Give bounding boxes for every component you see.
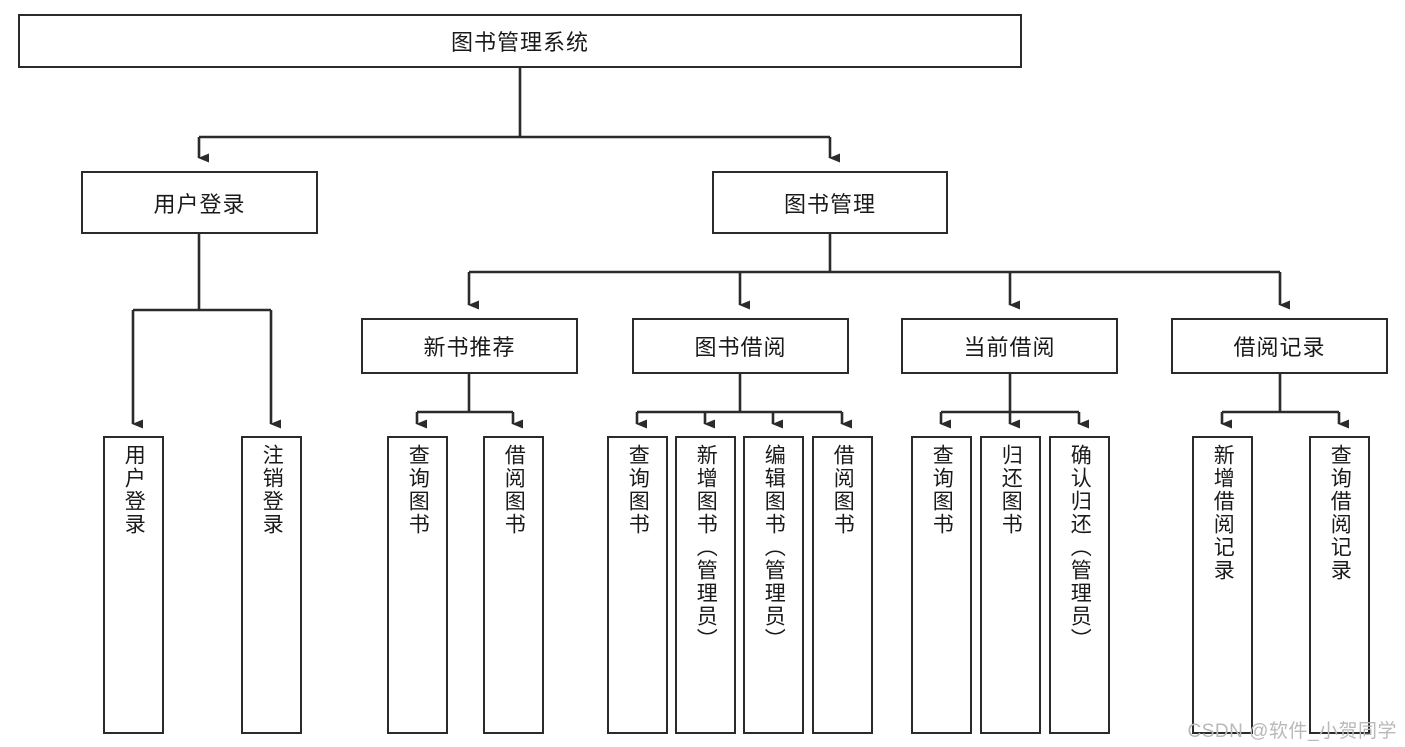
leaf-new-book-borrow[interactable]: 借阅图书: [483, 436, 544, 734]
leaf-user-login-logout[interactable]: 注销登录: [241, 436, 302, 734]
leaf-current-borrow-query[interactable]: 查询图书: [911, 436, 972, 734]
node-current-borrow[interactable]: 当前借阅: [901, 318, 1118, 374]
node-label: 图书借阅: [694, 335, 787, 360]
leaf-label: 归还图书: [999, 444, 1023, 536]
leaf-borrow-record-query[interactable]: 查询借阅记录: [1309, 436, 1370, 734]
leaf-label: 查询图书: [626, 444, 650, 536]
node-new-book-recommend[interactable]: 新书推荐: [361, 318, 578, 374]
node-label: 当前借阅: [963, 335, 1056, 360]
leaf-current-borrow-return[interactable]: 归还图书: [980, 436, 1041, 734]
leaf-label: 用户登录: [122, 444, 146, 536]
leaf-label: 查询图书: [930, 444, 954, 536]
leaf-current-borrow-confirm-return[interactable]: 确认归还（管理员）: [1049, 436, 1110, 734]
watermark-text: CSDN @软件_小贺同学: [1187, 721, 1397, 742]
leaf-label: 注销登录: [260, 444, 284, 536]
node-label: 图书管理系统: [450, 30, 589, 55]
leaf-label: 借阅图书: [502, 444, 526, 536]
leaf-user-login-login[interactable]: 用户登录: [103, 436, 164, 734]
leaf-label: 新增借阅记录: [1211, 444, 1235, 582]
leaf-label: 查询图书: [406, 444, 430, 536]
leaf-label: 查询借阅记录: [1328, 444, 1352, 582]
node-label: 新书推荐: [423, 335, 516, 360]
leaf-book-borrow-query[interactable]: 查询图书: [607, 436, 668, 734]
leaf-label: 编辑图书（管理员）: [762, 444, 786, 651]
node-label: 借阅记录: [1233, 335, 1326, 360]
node-book-management[interactable]: 图书管理: [712, 171, 948, 234]
node-label: 用户登录: [153, 191, 246, 217]
leaf-borrow-record-add[interactable]: 新增借阅记录: [1192, 436, 1253, 734]
node-book-borrow[interactable]: 图书借阅: [632, 318, 849, 374]
leaf-book-borrow-borrow[interactable]: 借阅图书: [812, 436, 873, 734]
leaf-label: 借阅图书: [831, 444, 855, 536]
node-user-login[interactable]: 用户登录: [81, 171, 318, 234]
leaf-book-borrow-edit[interactable]: 编辑图书（管理员）: [743, 436, 804, 734]
node-root-book-management-system[interactable]: 图书管理系统: [18, 14, 1022, 68]
leaf-label: 确认归还（管理员）: [1068, 444, 1092, 651]
leaf-book-borrow-add[interactable]: 新增图书（管理员）: [675, 436, 736, 734]
node-borrow-record[interactable]: 借阅记录: [1171, 318, 1388, 374]
node-label: 图书管理: [783, 191, 876, 217]
leaf-new-book-query[interactable]: 查询图书: [387, 436, 448, 734]
leaf-label: 新增图书（管理员）: [694, 444, 718, 651]
